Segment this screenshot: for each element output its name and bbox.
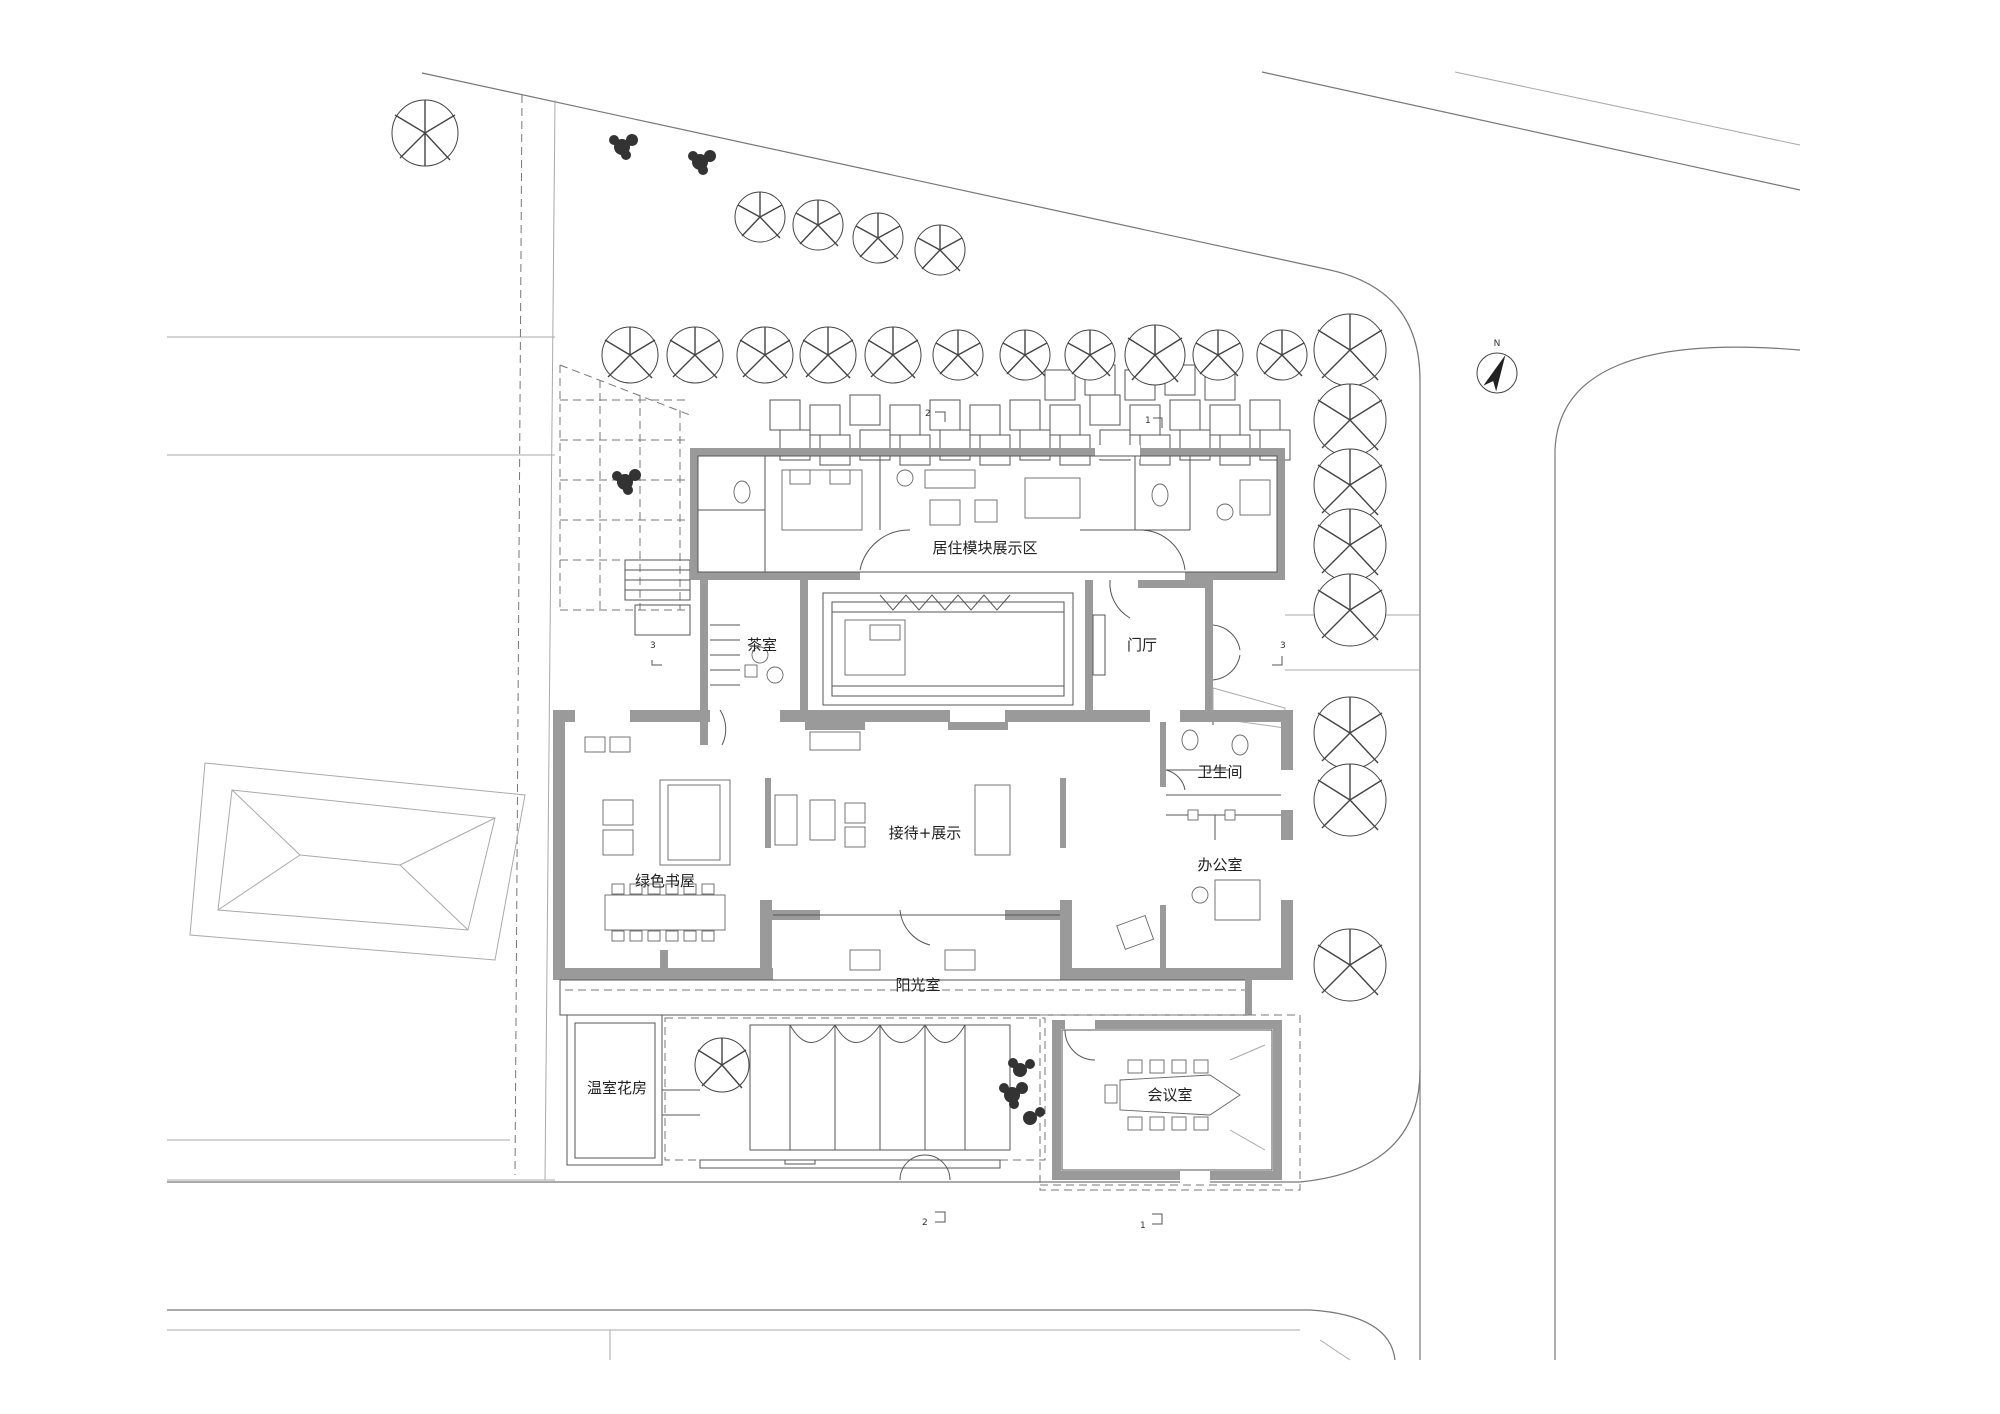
tree — [799, 326, 857, 384]
tree — [1313, 763, 1387, 837]
section-mark-3-right: 3 — [1280, 641, 1286, 651]
shrub — [1008, 1058, 1035, 1077]
north-arrow: N — [1476, 339, 1518, 394]
section-mark-3-left: 3 — [650, 641, 656, 651]
room-label-meeting: 会议室 — [1147, 1086, 1192, 1104]
paving — [769, 364, 1291, 466]
north-label: N — [1494, 339, 1501, 349]
residential-module — [690, 445, 1285, 580]
tree — [864, 326, 922, 384]
tree — [666, 326, 724, 384]
section-mark-2-bottom: 2 — [922, 1218, 928, 1228]
tree — [601, 326, 659, 384]
room-label-sun: 阳光室 — [895, 976, 940, 994]
pergola-grid — [559, 364, 691, 636]
room-label-book: 绿色书屋 — [635, 872, 695, 890]
room-labels: 居住模块展示区 茶室 门厅 卫生间 接待+展示 绿色书屋 办公室 阳光室 温室花… — [587, 539, 1243, 1104]
tree — [852, 212, 904, 264]
tree — [932, 329, 984, 381]
tree — [1124, 324, 1186, 386]
room-label-restroom: 卫生间 — [1197, 763, 1242, 781]
tree — [694, 1037, 750, 1093]
trees — [391, 99, 1387, 1125]
tree — [792, 199, 844, 251]
shrub — [999, 1082, 1028, 1109]
tree — [1313, 313, 1387, 387]
tree — [1313, 928, 1387, 1002]
room-label-office: 办公室 — [1197, 856, 1242, 874]
section-mark-2-top: 2 — [925, 409, 931, 419]
tree — [999, 329, 1051, 381]
meeting-room-block — [1039, 1014, 1301, 1191]
section-mark-1-top: 1 — [1145, 416, 1151, 426]
shrub — [688, 150, 716, 175]
tree — [1313, 696, 1387, 770]
tree — [1313, 573, 1387, 647]
shrub — [609, 134, 638, 160]
tree — [734, 191, 786, 243]
tree — [1064, 329, 1116, 381]
tree — [391, 99, 459, 167]
room-label-tea: 茶室 — [747, 636, 777, 654]
room-label-greenhouse: 温室花房 — [587, 1079, 647, 1097]
room-label-lobby: 门厅 — [1127, 636, 1157, 654]
tree — [1256, 329, 1308, 381]
tree — [914, 224, 966, 276]
site-context — [167, 71, 1801, 1361]
tree — [736, 326, 794, 384]
room-label-reception: 接待+展示 — [889, 824, 962, 842]
room-label-residential: 居住模块展示区 — [932, 539, 1037, 557]
tree — [1192, 329, 1244, 381]
main-hall — [553, 706, 1299, 980]
tree — [1313, 383, 1387, 457]
shrub — [1023, 1107, 1045, 1125]
section-mark-1-bottom: 1 — [1140, 1221, 1146, 1231]
shrub — [612, 469, 641, 495]
tree — [1313, 508, 1387, 582]
section-marks: 2 1 3 3 2 1 — [650, 409, 1286, 1231]
sun-room — [559, 949, 1252, 1016]
courtyard — [700, 579, 1286, 729]
